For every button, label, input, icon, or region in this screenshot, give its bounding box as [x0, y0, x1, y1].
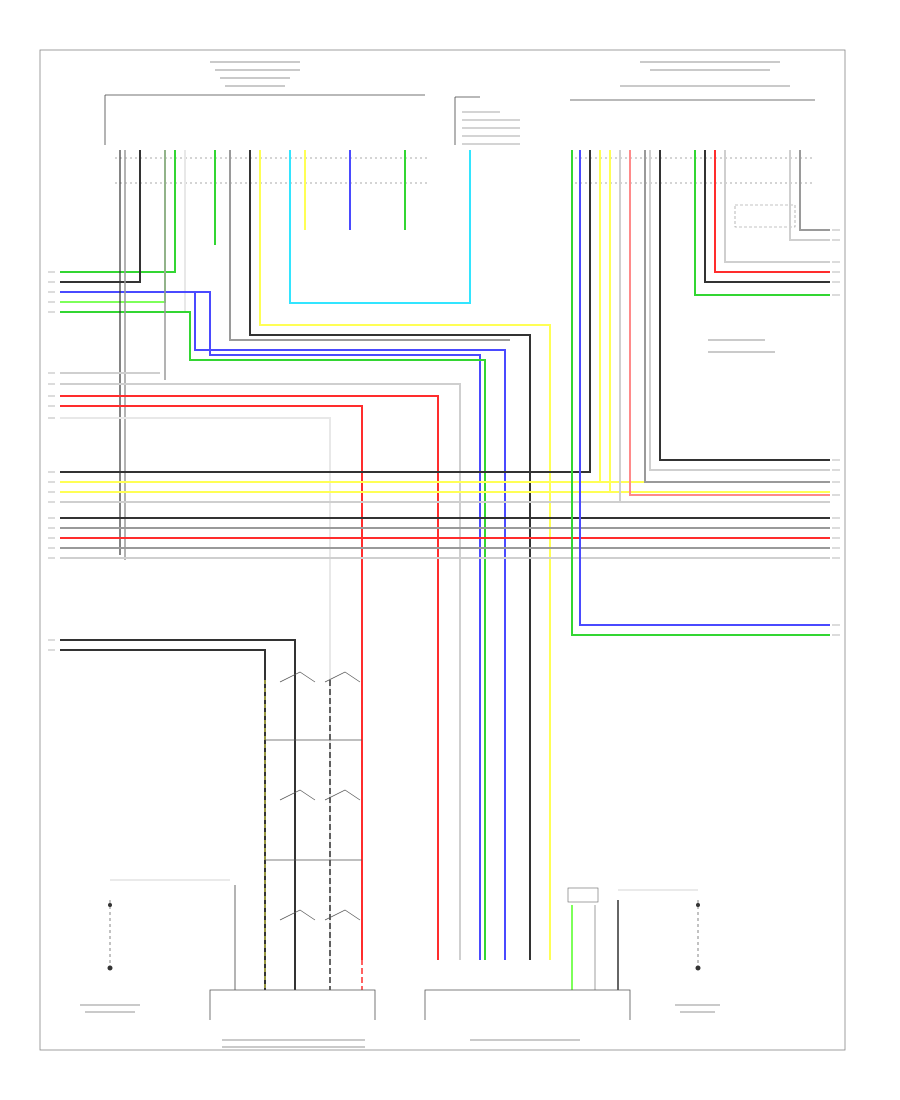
center-module	[454, 96, 520, 145]
left-ground	[80, 879, 230, 1013]
right-ground	[618, 889, 720, 1013]
diagram-frame	[39, 49, 846, 1051]
right-module	[570, 61, 815, 353]
right-pin-ticks	[832, 229, 840, 636]
bottom-left-module	[209, 989, 376, 1048]
left-pin-ticks	[48, 271, 55, 651]
bottom-center-module	[424, 887, 631, 1041]
wire-bundle	[60, 150, 830, 990]
switch-array	[265, 671, 362, 921]
left-connector	[104, 61, 430, 184]
